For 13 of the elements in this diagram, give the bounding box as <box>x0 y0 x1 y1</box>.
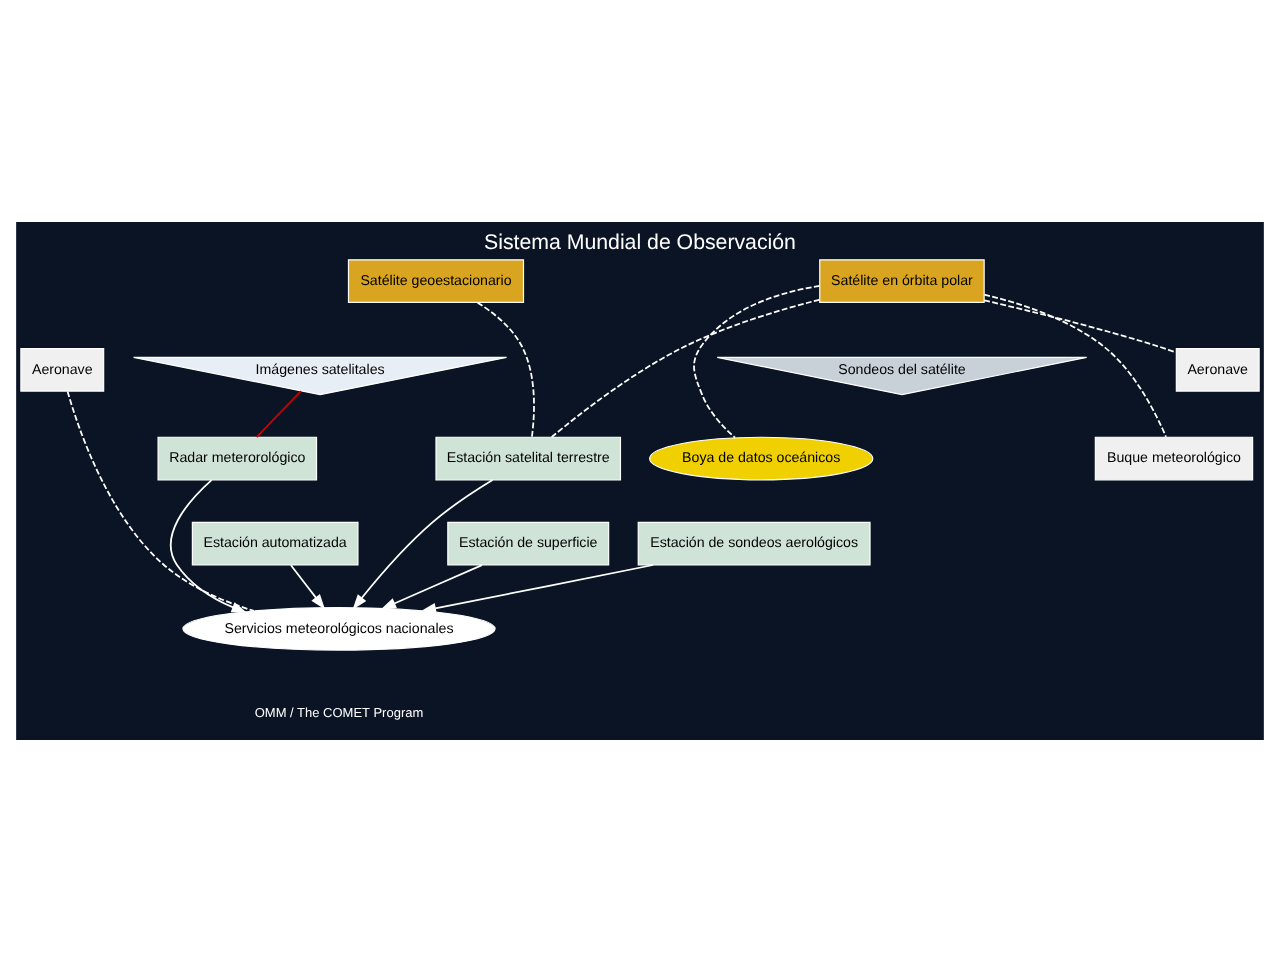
arrow <box>290 563 326 609</box>
connector <box>983 298 1177 353</box>
connector <box>983 292 1167 437</box>
connector <box>66 389 255 611</box>
arrow <box>380 563 483 609</box>
connector <box>255 389 302 438</box>
diagram-title: Sistema Mundial de Observación <box>484 229 796 254</box>
arrow <box>420 563 654 613</box>
connector <box>693 284 821 438</box>
arrow <box>352 478 494 609</box>
connector <box>550 297 821 438</box>
connector <box>476 300 535 437</box>
arrow <box>169 478 247 612</box>
